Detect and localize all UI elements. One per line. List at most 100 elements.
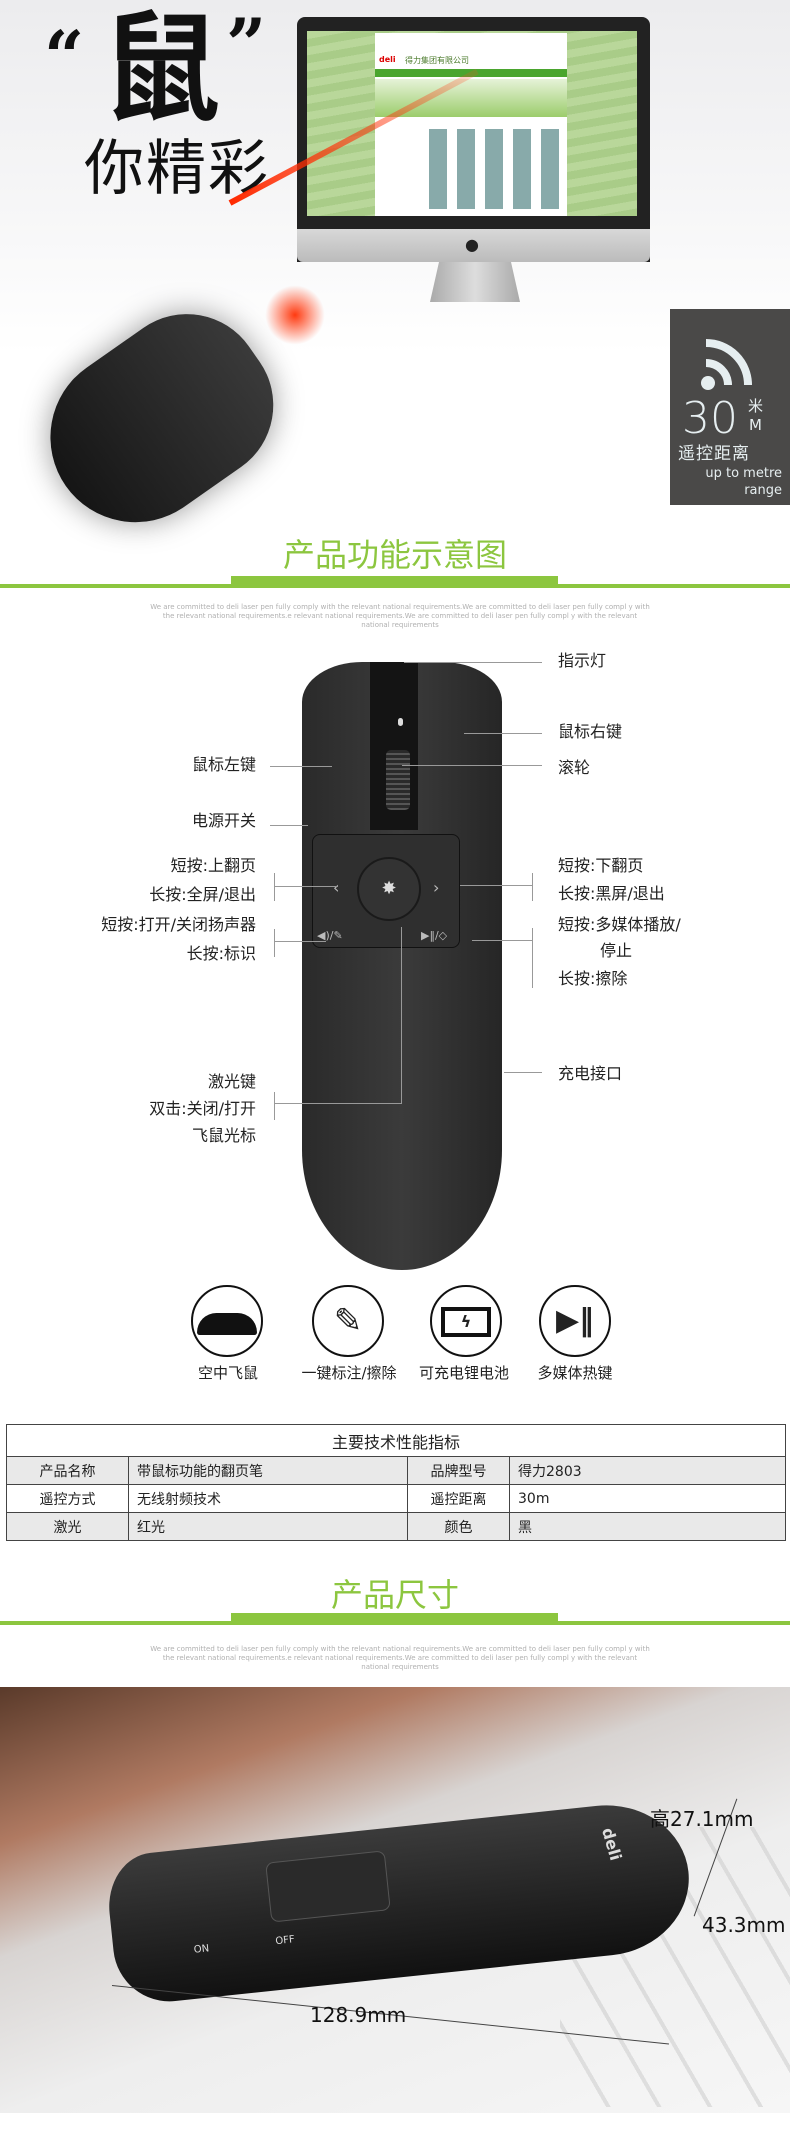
width-dimension: 43.3mm xyxy=(702,1913,786,1937)
leader-bracket xyxy=(274,873,275,901)
leader-line xyxy=(270,825,308,826)
screen-logo: deli xyxy=(379,55,396,64)
close-quote: ” xyxy=(226,3,267,86)
apple-logo-icon: ● xyxy=(465,235,479,254)
leader-line xyxy=(472,940,532,941)
spec-value: 无线射频技术 xyxy=(128,1484,408,1513)
monitor-chin: ● xyxy=(297,229,650,262)
open-quote: “ xyxy=(44,15,85,98)
wireless-signal-icon xyxy=(701,339,752,390)
height-dimension: 高27.1mm xyxy=(650,1807,754,1831)
leader-line xyxy=(274,941,326,942)
leader-line xyxy=(274,886,338,887)
label-laser-3: 飞鼠光标 xyxy=(191,1126,256,1145)
speaker-icon: ◀)/✎ xyxy=(317,929,343,942)
prev-arrow-icon: ‹ xyxy=(333,878,340,897)
spec-key: 激光 xyxy=(6,1512,129,1541)
spec-value: 带鼠标功能的翻页笔 xyxy=(128,1456,408,1485)
range-label-en-1: up to metre xyxy=(705,466,782,481)
leader-line xyxy=(460,885,532,886)
switch-on-label: ON xyxy=(193,1943,210,1956)
leader-line xyxy=(402,765,542,766)
leader-bracket xyxy=(274,929,275,957)
label-prev-short: 短按:上翻页 xyxy=(170,856,256,875)
monitor-stand xyxy=(430,262,520,302)
laser-button-icon: ✸ xyxy=(357,857,421,921)
play-pause-icon: ▶‖/◇ xyxy=(421,929,448,942)
spec-key: 颜色 xyxy=(407,1512,510,1541)
brand-logo: deli xyxy=(598,1825,626,1863)
presenter-mouse-image xyxy=(17,284,303,556)
monitor-screen: deli 得力集团有限公司 xyxy=(307,31,637,216)
webpage-product-grid xyxy=(425,129,563,209)
leader-line xyxy=(404,662,542,663)
section-divider xyxy=(0,1621,790,1625)
compliance-note: We are committed to deli laser pen fully… xyxy=(150,603,650,629)
remote-diagram: ‹ › ◀)/✎ ▶‖/◇ ✸ xyxy=(302,662,502,1270)
leader-line xyxy=(504,1072,542,1073)
label-mouse-left: 鼠标左键 xyxy=(191,755,256,774)
hero-slogan: 你精彩 xyxy=(84,134,270,204)
label-next-long: 长按:黑屏/退出 xyxy=(558,884,665,903)
feature-label: 空中飞鼠 xyxy=(197,1364,258,1382)
spec-table-title: 主要技术性能指标 xyxy=(6,1424,786,1457)
range-label-en-2: range xyxy=(744,483,782,498)
spec-key: 遥控方式 xyxy=(6,1484,129,1513)
label-speaker-short: 短按:打开/关闭扬声器 xyxy=(101,915,256,934)
switch-off-label: OFF xyxy=(274,1934,296,1948)
screen-company: 得力集团有限公司 xyxy=(405,56,469,65)
length-dimension: 128.9mm xyxy=(310,2003,407,2027)
label-wheel: 滚轮 xyxy=(558,758,591,777)
label-indicator: 指示灯 xyxy=(558,651,607,670)
feature-label: 一键标注/擦除 xyxy=(301,1364,397,1382)
pen-icon: ✎ xyxy=(312,1285,384,1357)
leader-line xyxy=(270,766,332,767)
feature-label: 可充电锂电池 xyxy=(418,1364,509,1382)
label-media-short-2: 停止 xyxy=(600,941,633,960)
leader-line xyxy=(464,733,542,734)
spec-table: 主要技术性能指标 产品名称 带鼠标功能的翻页笔 品牌型号 得力2803 遥控方式… xyxy=(6,1424,786,1541)
webpage-mock: deli 得力集团有限公司 xyxy=(375,33,567,216)
presenter-button-pad xyxy=(265,1850,391,1923)
next-arrow-icon: › xyxy=(433,878,440,897)
range-label-cn: 遥控距离 xyxy=(678,444,750,464)
spec-value: 得力2803 xyxy=(509,1456,786,1485)
spec-key: 品牌型号 xyxy=(407,1456,510,1485)
label-media-long: 长按:擦除 xyxy=(558,969,628,988)
leader-line xyxy=(274,1103,402,1104)
range-number: 30 xyxy=(682,393,738,444)
button-pad: ‹ › ◀)/✎ ▶‖/◇ ✸ xyxy=(312,834,460,948)
battery-icon: ϟ xyxy=(430,1285,502,1357)
leader-bracket xyxy=(532,928,533,988)
label-speaker-long: 长按:标识 xyxy=(186,944,256,963)
range-unit-en: M xyxy=(749,416,762,434)
range-unit-cn: 米 xyxy=(748,397,764,415)
leader-bracket xyxy=(274,1092,275,1120)
spec-value: 红光 xyxy=(128,1512,408,1541)
hero-big-char: 鼠 xyxy=(102,0,221,138)
spec-key: 遥控距离 xyxy=(407,1484,510,1513)
label-charge: 充电接口 xyxy=(558,1064,623,1083)
table-row: 激光 红光 颜色 黑 xyxy=(6,1512,786,1541)
label-laser-2: 双击:关闭/打开 xyxy=(149,1099,256,1118)
section-title-dimensions: 产品尺寸 xyxy=(330,1576,459,1614)
spec-key: 产品名称 xyxy=(6,1456,129,1485)
label-laser-1: 激光键 xyxy=(207,1072,256,1091)
scroll-wheel xyxy=(386,750,410,810)
spec-value: 黑 xyxy=(509,1512,786,1541)
dimension-photo: deli ON OFF 高27.1mm 43.3mm 128.9mm xyxy=(0,1687,790,2113)
section-divider xyxy=(0,584,790,588)
section-title-bar xyxy=(231,1613,558,1623)
section-title-functions: 产品功能示意图 xyxy=(282,536,507,574)
play-pause-icon: ▶‖ xyxy=(539,1285,611,1357)
label-power: 电源开关 xyxy=(191,811,256,830)
label-mouse-right: 鼠标右键 xyxy=(558,722,623,741)
compliance-note: We are committed to deli laser pen fully… xyxy=(150,1645,650,1671)
label-media-short-1: 短按:多媒体播放/ xyxy=(558,915,681,934)
indicator-light xyxy=(398,718,403,726)
spec-value: 30m xyxy=(509,1484,786,1513)
label-prev-long: 长按:全屏/退出 xyxy=(149,885,256,904)
